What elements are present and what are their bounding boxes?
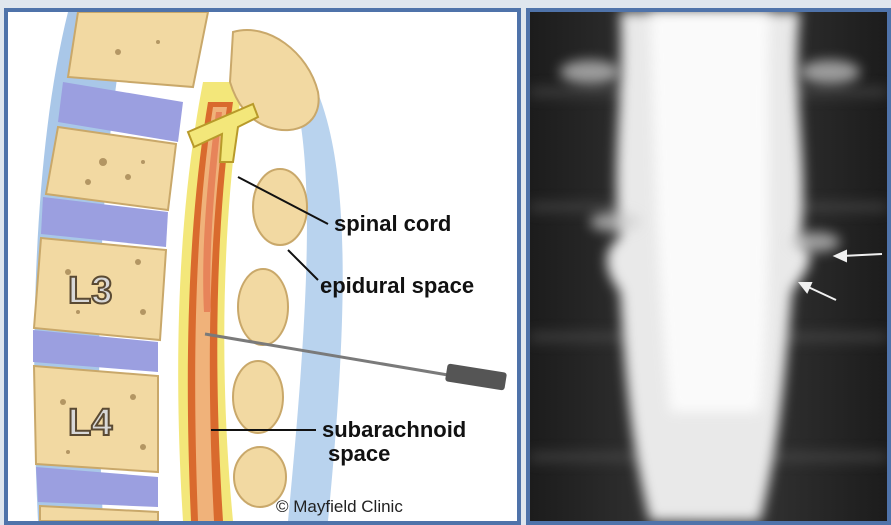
label-space: space bbox=[328, 442, 390, 466]
needle-hub bbox=[445, 363, 507, 390]
intervertebral-disc bbox=[36, 467, 158, 507]
vertebral-body bbox=[68, 12, 208, 87]
image-credit: © Mayfield Clinic bbox=[276, 497, 403, 517]
vertebra-label-l3: L3 bbox=[68, 270, 112, 313]
xray-panel bbox=[526, 8, 891, 525]
spine-illustration-panel: L3 L4 spinal cord epidural space subarac… bbox=[4, 8, 521, 525]
label-epidural-space: epidural space bbox=[320, 274, 474, 298]
vertebral-body bbox=[46, 127, 176, 210]
myelogram-image bbox=[530, 12, 887, 521]
vertebra-label-l4: L4 bbox=[68, 402, 112, 445]
label-spinal-cord: spinal cord bbox=[334, 212, 451, 236]
vertebral-body bbox=[40, 506, 158, 521]
label-subarachnoid: subarachnoid bbox=[322, 418, 466, 442]
